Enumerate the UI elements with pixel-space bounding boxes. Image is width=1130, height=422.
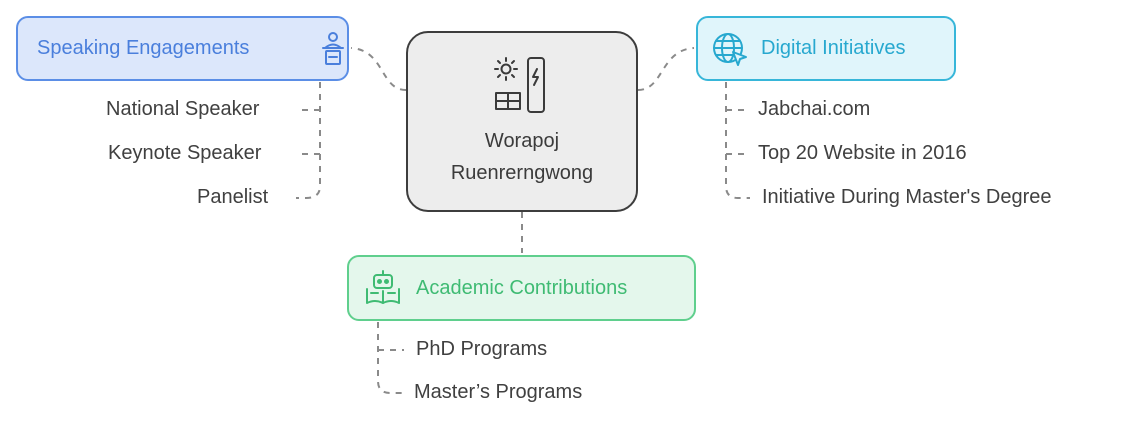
- podium-speaker-icon: [322, 32, 344, 65]
- branch-speaking-label: Speaking Engagements: [37, 37, 250, 59]
- branch-academic-label: Academic Contributions: [416, 277, 628, 299]
- solar-panel-battery-icon: [494, 56, 545, 113]
- branch-digital-label: Digital Initiatives: [761, 37, 906, 59]
- leaf-jabchai: Jabchai.com: [758, 98, 871, 120]
- connector-center-speaking: [350, 47, 407, 91]
- leaf-national-speaker: National Speaker: [106, 98, 260, 120]
- robot-book-icon: [366, 270, 400, 304]
- connector-speaking-trunk: [296, 82, 321, 199]
- leaf-masters-programs: Master’s Programs: [414, 381, 583, 403]
- leaf-panelist: Panelist: [197, 186, 269, 208]
- central-title-line-1: Worapoj: [484, 129, 560, 152]
- connector-center-digital: [637, 47, 695, 91]
- leaf-keynote-speaker: Keynote Speaker: [108, 142, 262, 164]
- central-topic-node[interactable]: Worapoj Ruenrerngwong: [406, 31, 638, 212]
- leaf-phd-programs: PhD Programs: [416, 338, 548, 360]
- branch-digital-initiatives[interactable]: Digital Initiatives: [696, 16, 956, 81]
- connector-digital-trunk: [725, 82, 750, 199]
- connector-academic-trunk: [377, 322, 404, 394]
- branch-academic-contributions[interactable]: Academic Contributions: [347, 255, 696, 321]
- central-title-line-2: Ruenrerngwong: [450, 161, 594, 184]
- globe-cursor-icon: [713, 33, 747, 66]
- branch-speaking-engagements[interactable]: Speaking Engagements: [16, 16, 349, 81]
- leaf-top20-website: Top 20 Website in 2016: [758, 142, 967, 164]
- leaf-initiative-masters: Initiative During Master's Degree: [762, 186, 1052, 208]
- central-topic-title: Worapoj Ruenrerngwong: [451, 125, 593, 189]
